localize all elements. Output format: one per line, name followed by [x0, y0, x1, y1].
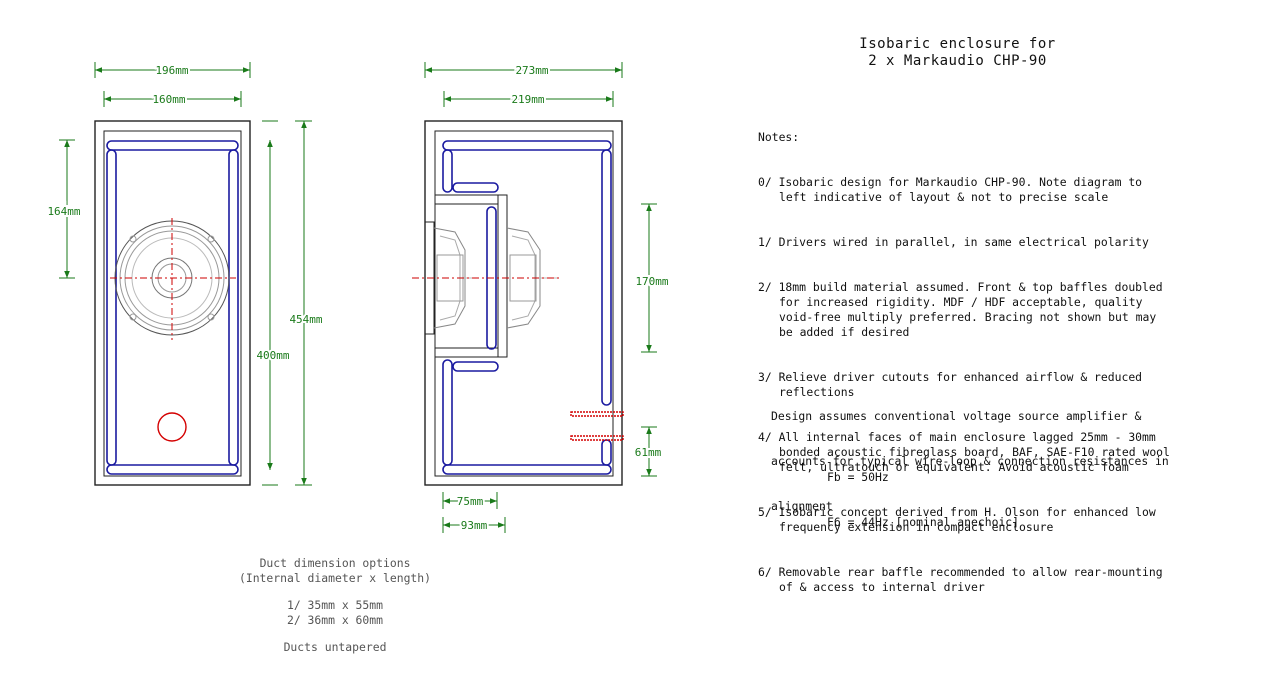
dim-side-inner-chamber-75: 75mm — [457, 495, 484, 508]
note-0: 0/ Isobaric design for Markaudio CHP-90.… — [758, 175, 1143, 204]
fb-value: Fb = 50Hz — [827, 470, 889, 484]
dim-side-upper-chamber: 170mm — [635, 275, 668, 288]
dim-front-inner-height: 400mm — [256, 349, 289, 362]
front-inner-outline — [103, 130, 242, 477]
duct-option-2: 2/ 36mm x 60mm — [286, 613, 383, 627]
note-4: 4/ All internal faces of main enclosure … — [758, 430, 1170, 474]
duct-option-1: 1/ 35mm x 55mm — [286, 598, 383, 612]
side-lagging — [442, 140, 612, 475]
notes-heading: Notes: — [758, 130, 800, 144]
note-1: 1/ Drivers wired in parallel, in same el… — [758, 235, 1149, 249]
dim-front-outer-height: 454mm — [289, 313, 322, 326]
dim-front-driver-height: 164mm — [47, 205, 80, 218]
note-5: 5/ Isobaric concept derived from H. Olso… — [758, 505, 1156, 534]
tuning-values: Fb = 50Hz F6 = 44Hz [nominal anechoic] — [827, 440, 1019, 545]
dim-side-port-height: 61mm — [635, 446, 662, 459]
front-port — [157, 412, 187, 442]
note-2: 2/ 18mm build material assumed. Front & … — [758, 280, 1163, 339]
duct-note: Ducts untapered — [283, 640, 387, 654]
assumption-text: Design assumes conventional voltage sour… — [771, 409, 1169, 513]
dim-side-inner-depth: 219mm — [511, 93, 544, 106]
front-outer-outline — [94, 120, 251, 486]
front-lagging — [106, 140, 239, 475]
side-port — [570, 411, 624, 441]
side-view: 273mm 219mm 170mm 61mm 75mm 93mm — [412, 62, 671, 534]
f6-value: F6 = 44Hz [nominal anechoic] — [827, 515, 1020, 529]
title-line-1: Isobaric enclosure for — [859, 36, 1056, 52]
duct-options: Duct dimension options (Internal diamete… — [220, 556, 450, 655]
dim-front-outer-width: 196mm — [155, 64, 188, 77]
notes-block: Notes: 0/ Isobaric design for Markaudio … — [758, 100, 1170, 610]
note-3: 3/ Relieve driver cutouts for enhanced a… — [758, 370, 1143, 399]
duct-heading: Duct dimension options — [259, 556, 411, 570]
duct-subheading: (Internal diameter x length) — [238, 571, 432, 585]
note-6: 6/ Removable rear baffle recommended to … — [758, 565, 1163, 594]
dim-side-inner-chamber-93: 93mm — [461, 519, 488, 532]
front-view: 196mm 160mm 164mm 400mm 454mm — [45, 62, 325, 486]
side-outer-outline — [424, 120, 623, 486]
drawing-title: Isobaric enclosure for 2 x Markaudio CHP… — [760, 36, 1155, 70]
dim-front-inner-width: 160mm — [152, 93, 185, 106]
front-centerlines — [110, 218, 236, 340]
title-line-2: 2 x Markaudio CHP-90 — [868, 53, 1047, 69]
dim-side-outer-depth: 273mm — [515, 64, 548, 77]
